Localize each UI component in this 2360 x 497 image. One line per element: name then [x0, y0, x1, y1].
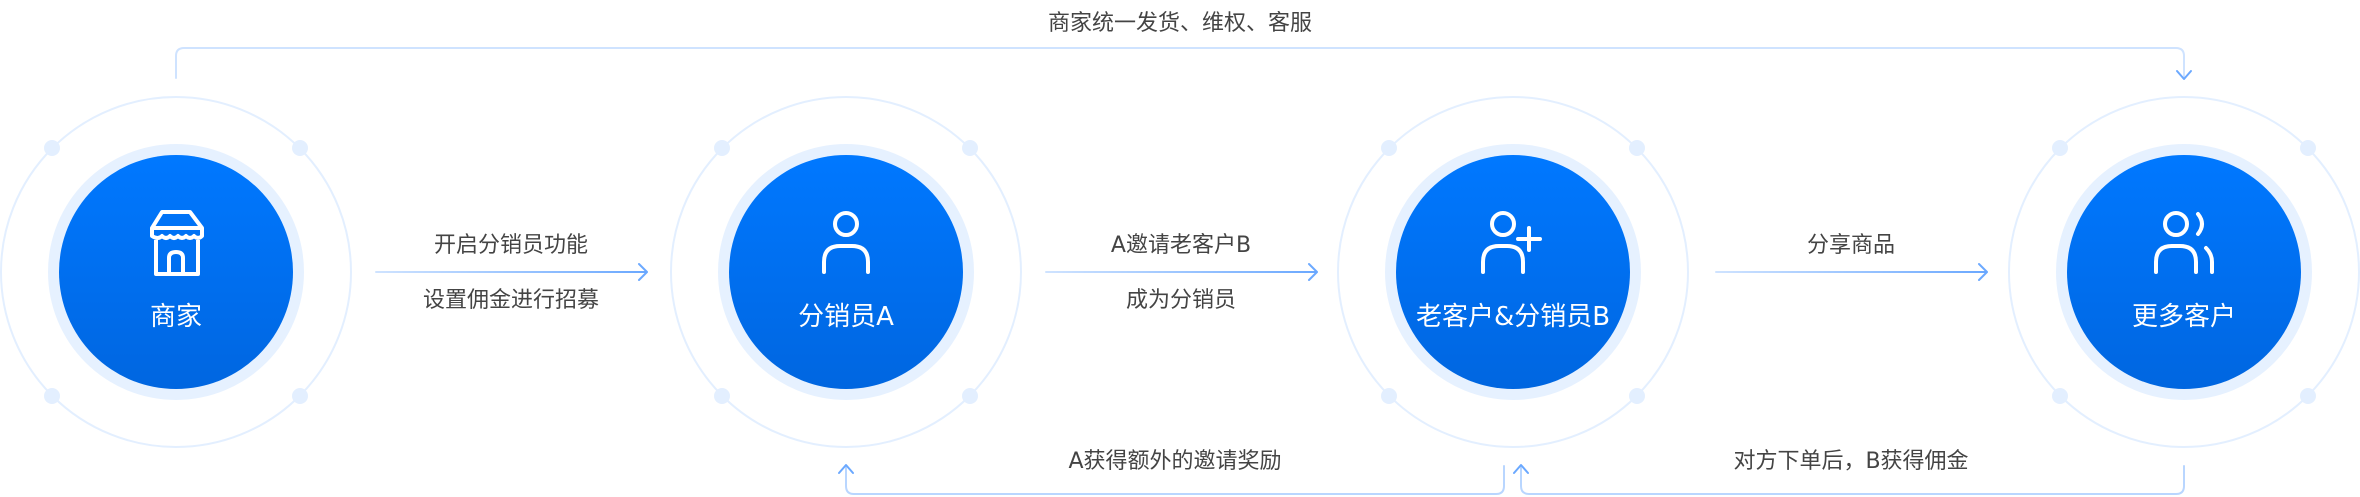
node-circle: 更多客户 [2067, 155, 2301, 389]
arrow-2-label-above: A邀请老客户B [1110, 233, 1252, 258]
arrow-2 [1045, 263, 1318, 281]
node-more-customers: 更多客户 [2008, 96, 2360, 448]
node-circle: 商家 [59, 155, 293, 389]
node-merchant: 商家 [0, 96, 352, 448]
outer-ring [2008, 96, 2360, 448]
ring-dot [2300, 388, 2316, 404]
ring-dot [2052, 140, 2068, 156]
bottom-arrowhead-2-icon [1513, 464, 1529, 474]
arrow-2-label-below: 成为分销员 [1125, 288, 1237, 313]
ring-dot [44, 388, 60, 404]
node-label: 分销员A [798, 301, 894, 332]
ring-dot [292, 388, 308, 404]
node-label: 老客户&分销员B [1415, 301, 1611, 332]
bottom-label-1: A获得额外的邀请奖励 [1068, 449, 1282, 474]
user-icon [822, 210, 870, 274]
outer-ring [1337, 96, 1689, 448]
ring-dot [714, 388, 730, 404]
bottom-arrowhead-1-icon [838, 464, 854, 474]
users-icon [2154, 210, 2214, 274]
node-distributor-a: 分销员A [670, 96, 1022, 448]
arrow-1-label-above: 开启分销员功能 [433, 233, 589, 258]
node-label: 商家 [149, 301, 202, 332]
bottom-connector-2 [1520, 465, 2185, 495]
top-label: 商家统一发货、维权、客服 [1047, 11, 1313, 36]
ring-dot [1381, 388, 1397, 404]
ring-dot [1629, 140, 1645, 156]
ring-dot [292, 140, 308, 156]
node-old-customer-distributor-b: 老客户&分销员B [1337, 96, 1689, 448]
arrow-1 [375, 263, 648, 281]
ring-dot [2052, 388, 2068, 404]
bottom-connector-1 [845, 465, 1505, 495]
user-add-icon [1481, 210, 1542, 274]
ring-dot [44, 140, 60, 156]
ring-dot [1629, 388, 1645, 404]
arrow-3-label-above: 分享商品 [1806, 233, 1896, 258]
ring-dot [714, 140, 730, 156]
outer-ring [670, 96, 1022, 448]
top-connector [175, 47, 2185, 79]
ring-dot [2300, 140, 2316, 156]
node-label: 更多客户 [2131, 301, 2236, 332]
bottom-label-2: 对方下单后，B获得佣金 [1733, 449, 1969, 474]
store-icon [150, 209, 204, 276]
ring-dot [962, 388, 978, 404]
node-circle: 分销员A [729, 155, 963, 389]
ring-dot [1381, 140, 1397, 156]
arrow-3 [1715, 263, 1988, 281]
outer-ring [0, 96, 352, 448]
ring-dot [962, 140, 978, 156]
top-arrowhead-icon [2176, 70, 2192, 80]
arrow-1-label-below: 设置佣金进行招募 [422, 288, 600, 313]
node-circle: 老客户&分销员B [1396, 155, 1630, 389]
